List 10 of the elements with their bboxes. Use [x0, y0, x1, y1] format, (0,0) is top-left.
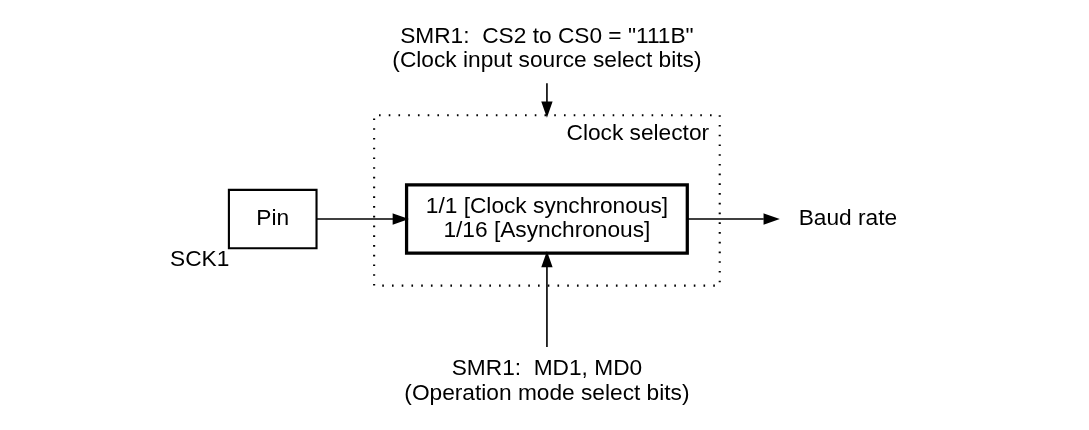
- arrow: [686, 213, 780, 225]
- node-text: SMR1: MD1, MD0 (Operation mode select bits): [404, 354, 690, 405]
- node-text: SMR1: CS2 to CS0 = "111B" (Clock input source select bits): [392, 21, 702, 72]
- node-text: Baud rate: [798, 204, 898, 231]
- arrow: [541, 251, 553, 348]
- node-label: SCK1: [170, 245, 230, 272]
- node-box: Pin: [227, 188, 318, 250]
- arrow: [315, 213, 409, 225]
- node-box: 1/1 [Clock synchronous] 1/16 [Asynchronous]: [404, 183, 689, 255]
- arrow: [541, 82, 553, 118]
